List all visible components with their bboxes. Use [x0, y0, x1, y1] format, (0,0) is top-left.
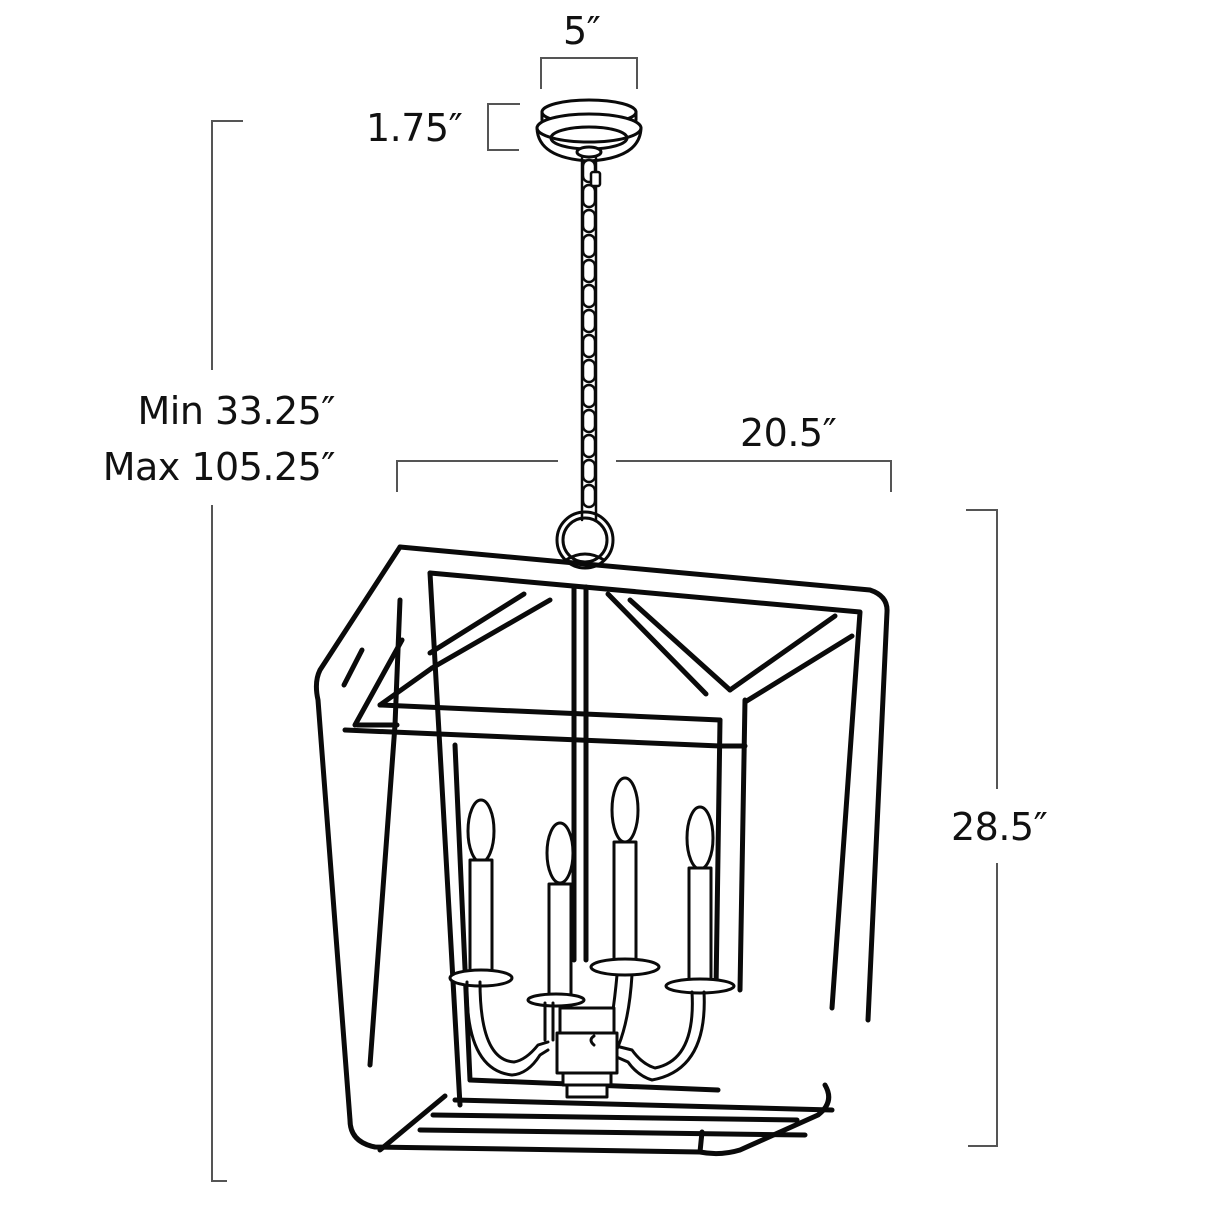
fixture-width-bracket-left [396, 460, 558, 492]
overall-height-bracket-top [211, 120, 243, 370]
candle-icon [664, 805, 736, 995]
canopy-icon [535, 98, 643, 163]
fixture-width-bracket-right [616, 460, 892, 492]
overall-height-max-label: Max 105.25″ [102, 445, 336, 489]
fixture-height-bracket-bottom [968, 863, 998, 1147]
candle-cluster [448, 776, 736, 1099]
fixture-height-label: 28.5″ [951, 805, 1048, 849]
overall-height-min-label: Min 33.25″ [137, 389, 336, 433]
ring-icon [555, 510, 615, 570]
overall-height-label: Min 33.25″ Max 105.25″ [80, 383, 336, 495]
canopy-height-label: 1.75″ [366, 106, 463, 150]
fixture-width-label: 20.5″ [740, 411, 837, 455]
lantern-frame-icon [313, 544, 890, 1157]
canopy-width-label: 5″ [563, 9, 601, 53]
chain-icon [580, 156, 602, 522]
canopy-width-bracket [540, 57, 638, 89]
candle-icon [589, 776, 661, 977]
fixture-height-bracket-top [966, 509, 998, 789]
dimension-lines [211, 57, 998, 1182]
candle-icon [526, 821, 586, 1008]
overall-height-bracket-bottom [211, 505, 227, 1182]
canopy-height-bracket [487, 103, 520, 151]
